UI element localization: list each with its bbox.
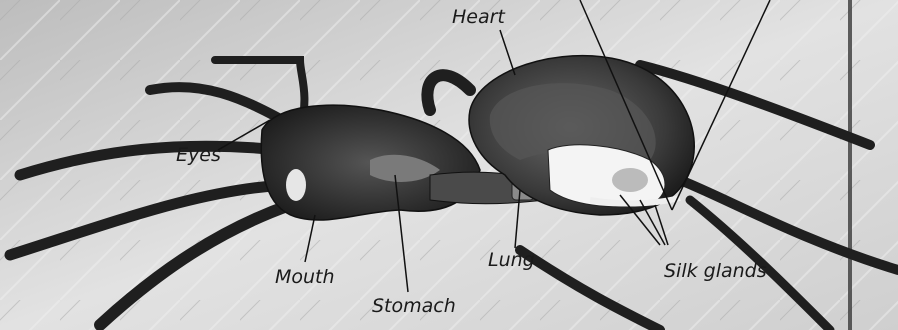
lung-label: Lung — [488, 251, 535, 270]
mouth-label: Mouth — [275, 268, 335, 287]
silk-glands-label: Silk glands — [664, 262, 767, 281]
fang-highlight — [286, 169, 306, 201]
eyes-label: Eyes — [176, 146, 221, 165]
stomach-label: Stomach — [372, 297, 456, 316]
right-edge-strip — [848, 0, 852, 330]
heart-label: Heart — [452, 8, 505, 27]
spinneret-detail — [612, 168, 648, 192]
